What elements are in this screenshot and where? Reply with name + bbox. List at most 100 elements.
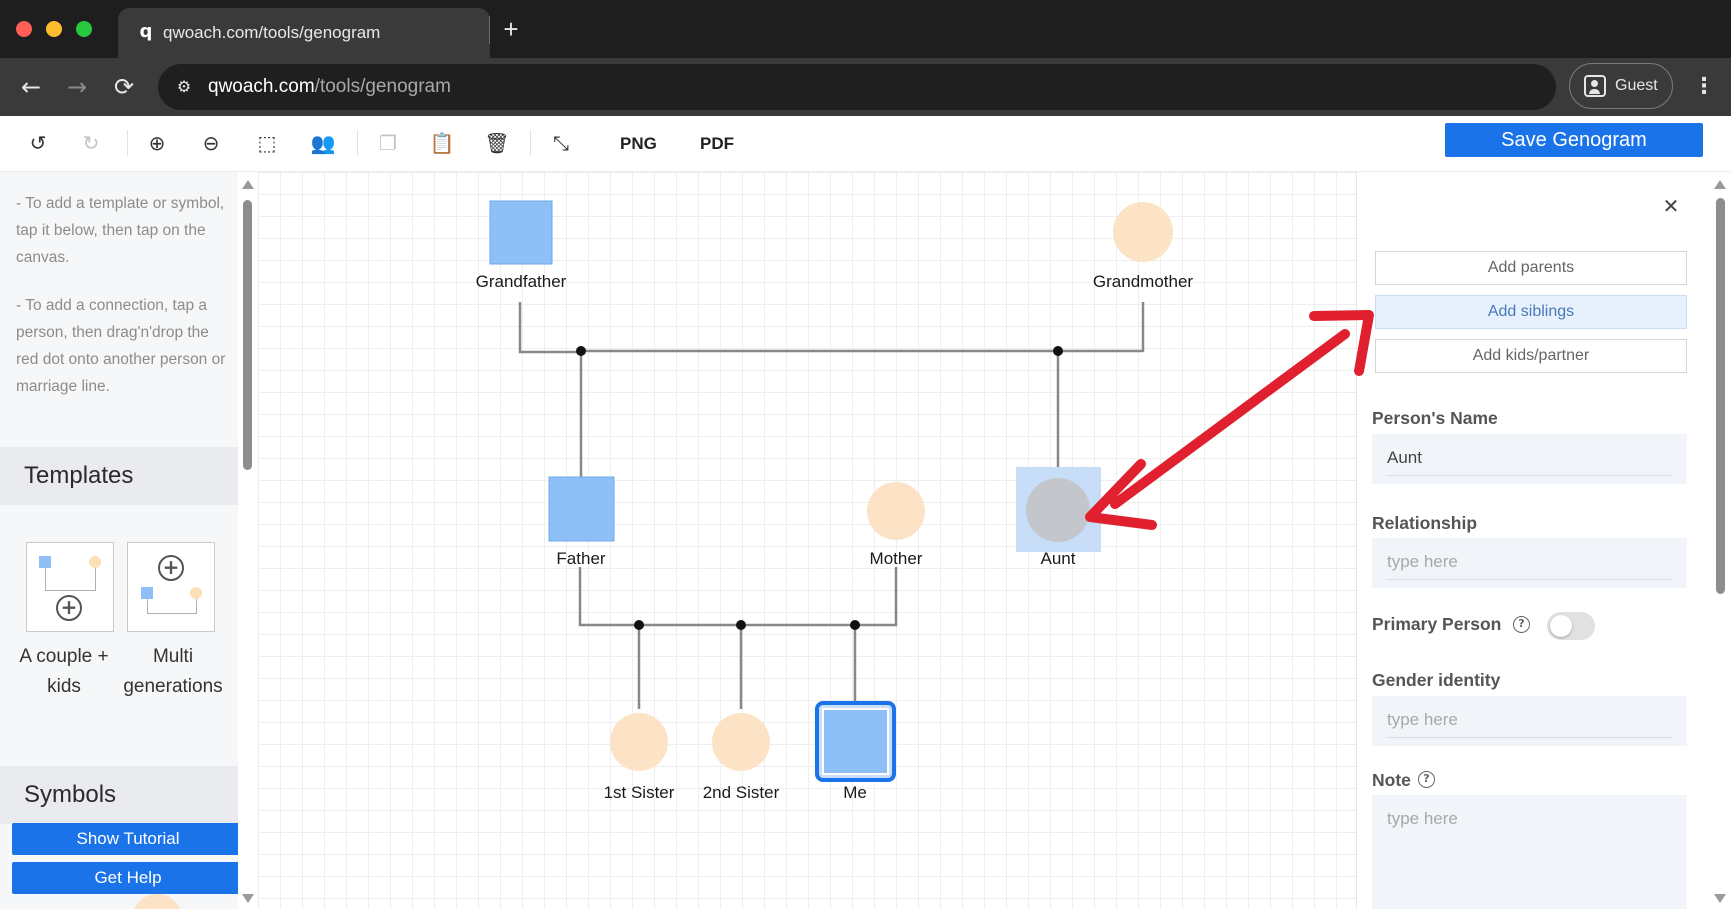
template-line [147,613,197,614]
address-url[interactable]: qwoach.com/tools/genogram [208,76,451,98]
get-help-button[interactable]: Get Help [12,862,238,894]
templates-title: Templates [24,462,134,489]
scroll-down-arrow-icon[interactable] [1714,894,1726,903]
person-mother[interactable]: Mother [867,482,925,568]
back-arrow-icon[interactable]: ← [20,73,42,101]
template-line [45,568,46,590]
persons-name-input[interactable]: Aunt [1372,434,1687,484]
template-line [147,599,148,613]
template-line [196,599,197,613]
undo-icon[interactable]: ↺ [29,131,47,155]
template-male-symbol [39,556,51,568]
window-close-button[interactable] [16,21,32,37]
tab-title: qwoach.com/tools/genogram [163,23,381,42]
redo-icon[interactable]: ↻ [82,131,100,155]
panel-scroll-thumb[interactable] [1716,198,1725,594]
primary-person-label: Primary Person [1372,614,1502,634]
person-label: 2nd Sister [703,783,780,802]
fit-screen-icon[interactable]: ⤡ [553,131,569,155]
relationship-input[interactable]: type here [1372,538,1687,588]
connection-hint-text: - To add a connection, tap a person, the… [16,297,226,395]
export-png-button[interactable]: PNG [620,134,657,153]
genogram-svg[interactable]: Grandfather Grandmother Father Mother Au… [258,172,1356,909]
editor-toolbar: ↺ ↻ ⊕ ⊖ ⬚ 👥 ❐ 📋 🗑 ⤡ PNG PDF Save Genogra… [0,116,1731,172]
person-aunt[interactable]: Aunt [1016,467,1101,568]
templates-header[interactable]: Templates [0,447,238,505]
profile-button[interactable]: Guest [1569,63,1673,109]
person-label: Aunt [1041,549,1076,568]
scroll-down-arrow-icon[interactable] [242,894,254,903]
group-icon[interactable]: 👥 [310,131,336,155]
panel-scrollbar[interactable] [1710,172,1731,909]
browser-titlebar: q qwoach.com/tools/genogram + [0,0,1731,58]
toolbar-separator [357,130,358,156]
forward-arrow-icon[interactable]: → [66,73,88,101]
profile-label: Guest [1615,77,1658,94]
template-female-symbol [190,587,202,599]
help-question-icon[interactable]: ? [1418,771,1435,788]
primary-person-toggle[interactable] [1547,612,1595,640]
paste-icon[interactable]: 📋 [429,131,455,155]
browser-tab[interactable]: q qwoach.com/tools/genogram [118,8,490,58]
template-multi-generations-card[interactable]: + [127,542,215,632]
save-genogram-button[interactable]: Save Genogram [1445,123,1703,157]
template-line [45,590,96,591]
junction-dot [1053,346,1063,356]
grandfather-link-line [518,302,581,354]
junction-dot [850,620,860,630]
browser-navbar: ← → ⟳ ⚙ qwoach.com/tools/genogram Guest … [0,58,1731,116]
add-kids-partner-button[interactable]: Add kids/partner [1375,339,1687,373]
add-parents-button[interactable]: Add parents [1375,251,1687,285]
template-multi-generations-label: Multi generations [123,646,223,697]
symbols-header[interactable]: Symbols [0,766,238,824]
site-settings-icon[interactable]: ⚙ [176,77,192,96]
person-label: Grandmother [1093,272,1193,291]
zoom-out-icon[interactable]: ⊖ [202,131,220,155]
person-father[interactable]: Father [548,476,615,568]
window-maximize-button[interactable] [76,21,92,37]
template-couple-kids-label: A couple + kids [19,646,109,697]
help-question-icon[interactable]: ? [1513,616,1530,633]
export-pdf-button[interactable]: PDF [700,134,734,153]
toolbar-separator [530,130,531,156]
select-area-icon[interactable]: ⬚ [257,131,277,155]
person-grandmother[interactable]: Grandmother [1093,202,1193,291]
address-bar[interactable]: ⚙ qwoach.com/tools/genogram [158,64,1556,110]
window-minimize-button[interactable] [46,21,62,37]
trash-icon[interactable]: 🗑 [484,131,510,155]
person-label: 1st Sister [604,783,675,802]
tab-separator [489,16,490,44]
person-label: Father [556,549,605,568]
browser-menu-icon[interactable]: ⋮ [1693,74,1715,99]
person-1st-sister[interactable]: 1st Sister [604,713,675,802]
note-placeholder: type here [1387,809,1458,828]
relationship-label: Relationship [1372,513,1478,533]
junction-dot [634,620,644,630]
sidebar-scrollbar[interactable] [238,172,258,909]
persons-name-label: Person's Name [1372,408,1498,428]
url-path: /tools/genogram [314,76,451,97]
sidebar-scroll-thumb[interactable] [243,200,252,470]
new-tab-button[interactable]: + [503,14,519,44]
toolbar-separator [127,130,128,156]
close-icon[interactable]: ✕ [1662,194,1680,218]
note-textarea[interactable]: type here [1372,795,1687,909]
person-grandfather[interactable]: Grandfather [476,200,567,291]
gender-identity-placeholder: type here [1387,710,1458,729]
site-favicon-icon: q [139,21,153,42]
symbol-female-circle[interactable] [132,894,182,909]
template-couple-kids-card[interactable]: + [26,542,114,632]
person-2nd-sister[interactable]: 2nd Sister [703,713,780,802]
show-tutorial-button[interactable]: Show Tutorial [12,823,238,855]
reload-icon[interactable]: ⟳ [113,73,135,101]
scroll-up-arrow-icon[interactable] [1714,180,1726,189]
scroll-up-arrow-icon[interactable] [242,180,254,189]
person-me[interactable]: Me [815,701,896,802]
person-label: Mother [870,549,923,568]
copy-icon[interactable]: ❐ [379,131,397,155]
plus-circle-icon: + [56,595,82,621]
add-siblings-button[interactable]: Add siblings [1375,295,1687,329]
zoom-in-icon[interactable]: ⊕ [148,131,166,155]
gender-identity-input[interactable]: type here [1372,696,1687,746]
genogram-canvas[interactable]: Grandfather Grandmother Father Mother Au… [258,172,1356,909]
